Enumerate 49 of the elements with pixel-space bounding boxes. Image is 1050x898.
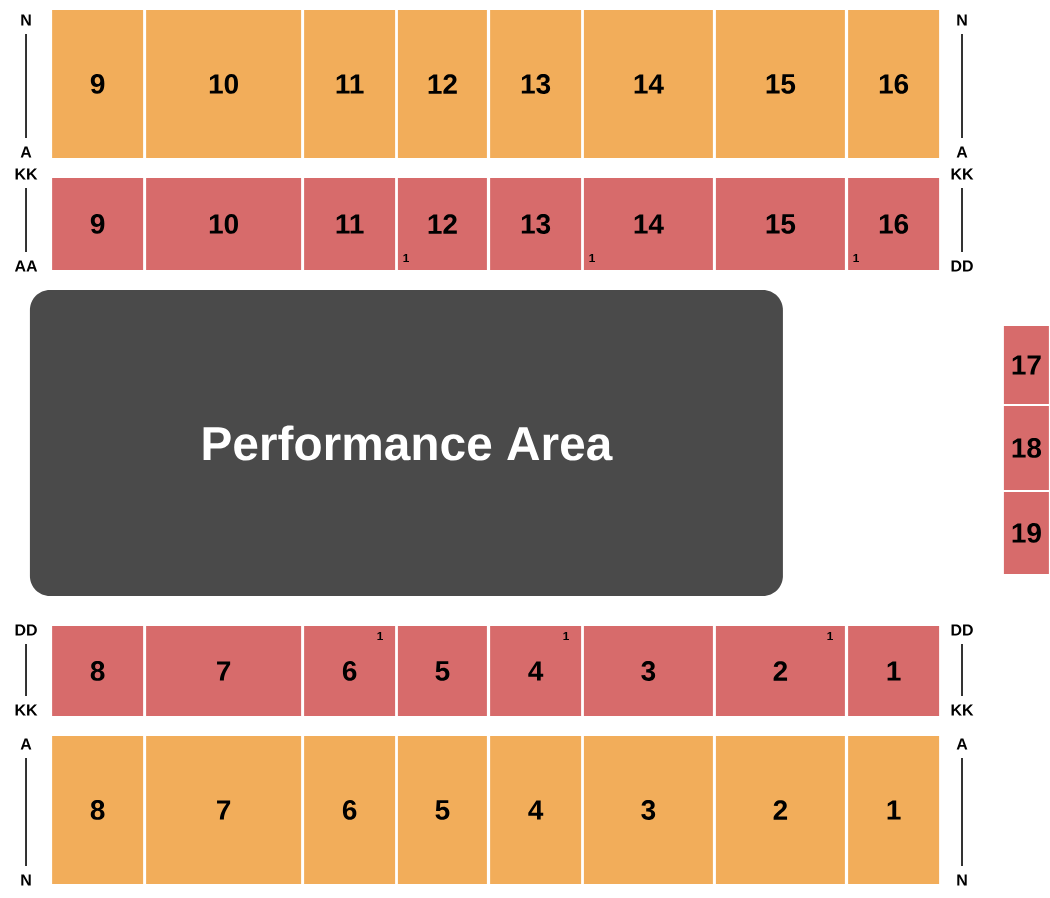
seating-section: 13 xyxy=(490,10,582,158)
node-label: 12 xyxy=(428,214,457,234)
seating-section: 15 xyxy=(715,178,845,270)
seating-section: 7 xyxy=(146,736,302,884)
node-label: 12 xyxy=(428,74,457,94)
performance-area: Performance Area xyxy=(29,290,783,596)
seating-section: 8 xyxy=(52,626,144,716)
seating-section: 14 xyxy=(583,10,713,158)
node-label: 6 xyxy=(342,800,357,820)
node-label: 18 xyxy=(1012,438,1042,458)
node-label: 3 xyxy=(641,800,656,820)
seating-section: 12 xyxy=(397,10,487,158)
seating-section: 17 xyxy=(1003,326,1049,404)
seating-section: 1 xyxy=(848,626,940,716)
seating-section: 7 xyxy=(146,626,302,716)
node-label: 5 xyxy=(435,800,450,820)
node-label: 14 xyxy=(634,214,664,234)
seating-section: 11 xyxy=(304,178,396,270)
seating-section: 19 xyxy=(1003,492,1049,574)
node-label: 6 xyxy=(342,661,357,681)
seating-section: 16 xyxy=(848,10,940,158)
node-label: 4 xyxy=(528,800,544,820)
seating-section: 13 xyxy=(490,178,582,270)
seating-section: 3 xyxy=(583,626,713,716)
node-label: 17 xyxy=(1012,355,1041,375)
node-label: 14 xyxy=(634,74,664,94)
node-label: 13 xyxy=(521,74,551,94)
node-label: 3 xyxy=(641,661,656,681)
seating-section: 5 xyxy=(397,736,487,884)
node-label: 11 xyxy=(336,74,364,94)
seating-section: 11 xyxy=(304,10,396,158)
node-label: 5 xyxy=(435,661,450,681)
node-label: 13 xyxy=(521,214,551,234)
seating-section: 18 xyxy=(1003,406,1049,490)
seating-section: 1 xyxy=(848,736,940,884)
seating-section: 9 xyxy=(52,10,144,158)
seating-section: 6 xyxy=(304,736,396,884)
seating-section: 10 xyxy=(146,178,302,270)
node-label: 11 xyxy=(336,214,364,234)
seating-section: 5 xyxy=(397,626,487,716)
seating-section: 2 xyxy=(715,736,845,884)
node-label: 19 xyxy=(1012,523,1041,543)
node-label: 4 xyxy=(528,661,544,681)
seating-section: 4 xyxy=(490,736,582,884)
seating-section: 15 xyxy=(715,10,845,158)
seating-section: 10 xyxy=(146,10,302,158)
seating-section: 3 xyxy=(583,736,713,884)
seating-section: 8 xyxy=(52,736,144,884)
seating-section: 9 xyxy=(52,178,144,270)
